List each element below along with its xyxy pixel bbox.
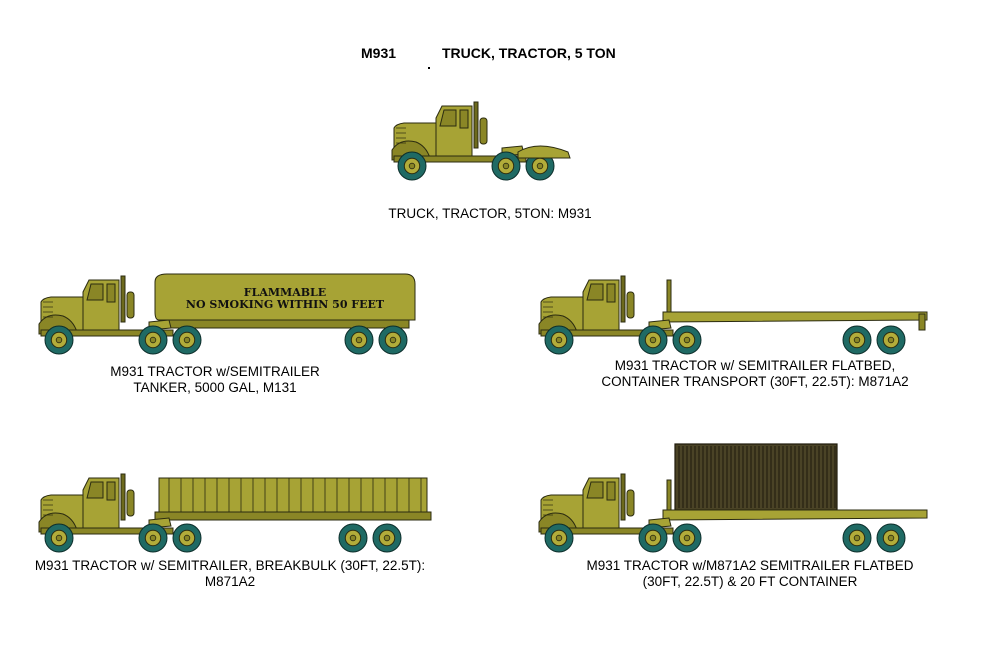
caption-line: M931 TRACTOR w/M871A2 SEMITRAILER FLATBE… <box>586 558 914 573</box>
hub-center <box>383 534 391 542</box>
shipping-container <box>674 443 838 511</box>
breakbulk-drawing <box>38 473 432 553</box>
air-cleaner <box>626 291 635 319</box>
hub-center <box>502 162 510 170</box>
rear-window <box>106 481 116 501</box>
flatbed-deck <box>662 311 928 323</box>
hub-center <box>183 534 191 542</box>
caption-line: M931 TRACTOR w/ SEMITRAILER, BREAKBULK (… <box>34 558 426 573</box>
model-number: M931 <box>361 45 397 61</box>
caption-line: TRUCK, TRACTOR, 5TON: M931 <box>388 206 592 221</box>
page-title: TRUCK, TRACTOR, 5 TON <box>442 45 616 61</box>
air-cleaner <box>626 489 635 517</box>
caption-tanker: M931 TRACTOR w/SEMITRAILER TANKER, 5000 … <box>60 364 370 396</box>
hub-center <box>355 336 363 344</box>
caption-container: M931 TRACTOR w/M871A2 SEMITRAILER FLATBE… <box>565 558 935 590</box>
hub-center <box>853 336 861 344</box>
hub-center <box>183 336 191 344</box>
container-drawing <box>538 443 928 553</box>
hub-center <box>649 336 657 344</box>
caption-flatbed: M931 TRACTOR w/ SEMITRAILER FLATBED, CON… <box>560 358 950 390</box>
rear-window <box>106 283 116 303</box>
caption-tractor: TRUCK, TRACTOR, 5TON: M931 <box>370 206 610 222</box>
chassis-frame <box>540 329 674 337</box>
hub-center <box>389 336 397 344</box>
rear-window <box>459 109 469 129</box>
hub-center <box>55 534 63 542</box>
hub-center <box>55 336 63 344</box>
rear-bumper <box>918 313 926 331</box>
chassis-frame <box>40 329 174 337</box>
caption-line: M931 TRACTOR w/SEMITRAILER <box>110 364 320 379</box>
rear-window <box>606 481 616 501</box>
hub-center <box>408 162 416 170</box>
flatbed-drawing <box>538 275 928 355</box>
chassis-frame <box>393 155 527 163</box>
caption-line: (30FT, 22.5T) & 20 FT CONTAINER <box>642 574 858 589</box>
hub-center <box>649 534 657 542</box>
tractor-unit <box>38 275 202 355</box>
cab-window <box>586 283 604 301</box>
exhaust-stack <box>620 275 626 323</box>
caption-line: TANKER, 5000 GAL, M131 <box>133 380 297 395</box>
tractor-unit <box>38 473 202 553</box>
rear-window <box>606 283 616 303</box>
air-cleaner <box>479 117 488 145</box>
tractor-drawing <box>391 101 571 181</box>
caption-line: M871A2 <box>204 574 256 589</box>
hub-center <box>349 534 357 542</box>
exhaust-stack <box>120 473 126 521</box>
flatbed-deck <box>662 509 928 521</box>
hub-center <box>149 336 157 344</box>
hub-center <box>683 336 691 344</box>
hub-center <box>149 534 157 542</box>
chassis-frame <box>40 527 174 535</box>
exhaust-stack <box>473 101 479 149</box>
chassis-frame <box>540 527 674 535</box>
tractor-unit <box>391 101 555 181</box>
hub-center <box>887 534 895 542</box>
caption-line: CONTAINER TRANSPORT (30FT, 22.5T): M871A… <box>601 374 909 389</box>
stray-dot <box>428 67 430 69</box>
tank-body <box>154 273 416 321</box>
marking-no-smoking: NO SMOKING WITHIN 50 FEET <box>186 298 385 311</box>
tractor-unit <box>538 473 702 553</box>
breakbulk-frame <box>154 511 432 521</box>
hub-center <box>853 534 861 542</box>
cab-window <box>439 109 457 127</box>
hub-center <box>887 336 895 344</box>
exhaust-stack <box>620 473 626 521</box>
marking-flammable: FLAMMABLE <box>244 286 326 299</box>
hub-center <box>555 336 563 344</box>
exhaust-stack <box>120 275 126 323</box>
tank-frame <box>158 319 410 329</box>
hub-center <box>555 534 563 542</box>
hub-center <box>683 534 691 542</box>
cab-window <box>86 283 104 301</box>
headboard <box>666 479 672 513</box>
hub-center <box>536 162 544 170</box>
air-cleaner <box>126 291 135 319</box>
air-cleaner <box>126 489 135 517</box>
cab-window <box>586 481 604 499</box>
cargo-box <box>158 477 428 513</box>
rear-fender <box>517 145 571 159</box>
caption-breakbulk: M931 TRACTOR w/ SEMITRAILER, BREAKBULK (… <box>20 558 440 590</box>
tractor-unit <box>538 275 702 355</box>
caption-line: M931 TRACTOR w/ SEMITRAILER FLATBED, <box>614 358 896 373</box>
cab-window <box>86 481 104 499</box>
